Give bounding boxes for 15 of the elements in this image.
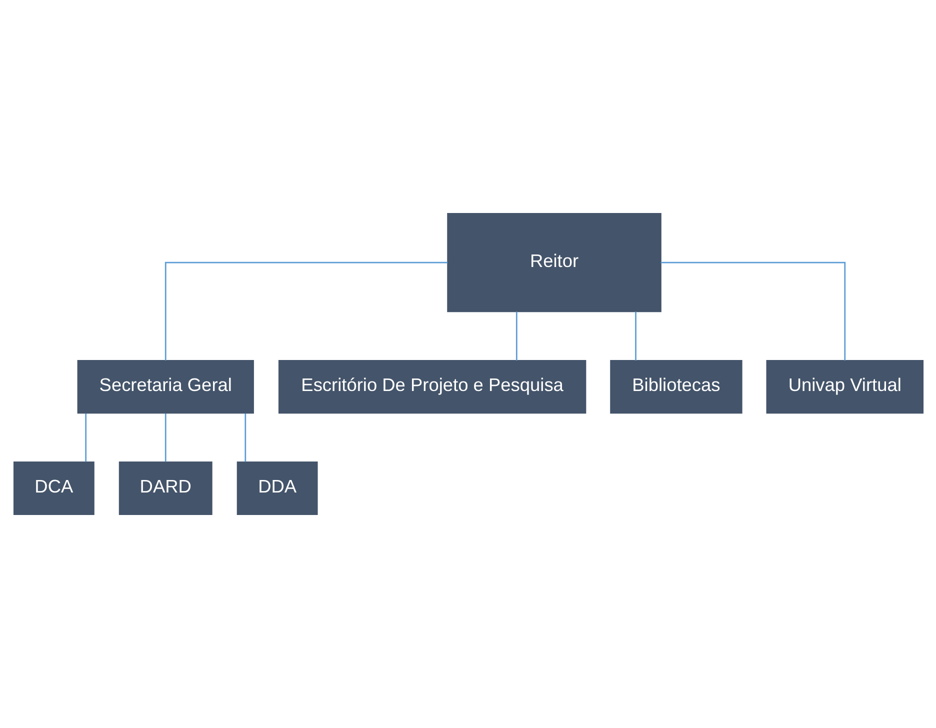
node-box: Bibliotecas xyxy=(610,360,742,414)
connector xyxy=(515,312,517,361)
connector xyxy=(244,413,246,462)
node-box: Reitor xyxy=(446,213,661,312)
node-box: Univap Virtual xyxy=(766,360,924,414)
connector xyxy=(84,413,86,462)
node-box: DCA xyxy=(12,461,94,516)
connector xyxy=(164,262,448,360)
node-box: DDA xyxy=(236,461,318,516)
node-box: Escritório De Projeto e Pesquisa xyxy=(278,360,586,414)
connector xyxy=(634,312,636,361)
node-box: Secretaria Geral xyxy=(76,360,254,414)
connector xyxy=(660,262,846,360)
connector xyxy=(164,413,166,462)
node-box: DARD xyxy=(118,461,212,516)
